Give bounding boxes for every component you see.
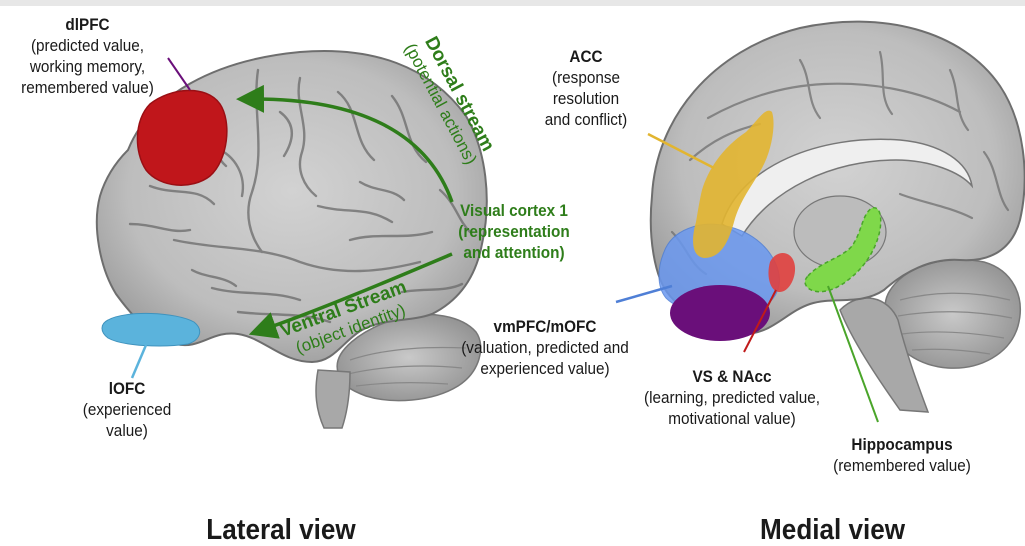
hippocampus-name: Hippocampus xyxy=(851,435,952,454)
vmpfc-desc-line: experienced value) xyxy=(480,359,609,378)
dlpfc-label: dlPFC (predicted value, working memory, … xyxy=(13,14,162,98)
acc-desc-line: resolution xyxy=(553,89,619,108)
hippocampus-desc: (remembered value) xyxy=(833,456,971,475)
visual-cortex-desc-line: and attention) xyxy=(463,243,564,262)
lofc-region xyxy=(102,313,200,346)
dlpfc-desc-line: (predicted value, xyxy=(31,36,144,55)
vs-nacc-label: VS & NAcc (learning, predicted value, mo… xyxy=(642,366,822,429)
vmpfc-label: vmPFC/mOFC (valuation, predicted and exp… xyxy=(451,316,640,379)
lofc-name: lOFC xyxy=(109,379,146,398)
vs-nacc-name: VS & NAcc xyxy=(692,367,771,386)
lateral-view-title: Lateral view xyxy=(206,514,355,546)
visual-cortex-name: Visual cortex 1 xyxy=(460,201,568,220)
visual-cortex-desc-line: (representation xyxy=(458,222,569,241)
hippocampus-label: Hippocampus (remembered value) xyxy=(830,434,974,476)
vs-nacc-desc-line: motivational value) xyxy=(668,409,796,428)
dlpfc-name: dlPFC xyxy=(65,15,109,34)
lofc-desc-line: value) xyxy=(106,421,148,440)
vmpfc-name: vmPFC/mOFC xyxy=(494,317,597,336)
dlpfc-region xyxy=(137,90,226,185)
lofc-desc-line: (experienced xyxy=(83,400,171,419)
dlpfc-desc-line: working memory, xyxy=(30,57,145,76)
acc-label: ACC (response resolution and conflict) xyxy=(532,46,640,130)
acc-name: ACC xyxy=(569,47,602,66)
lofc-leader-line xyxy=(132,345,146,378)
visual-cortex-label: Visual cortex 1 (representation and atte… xyxy=(447,200,580,263)
dlpfc-leader-line xyxy=(168,58,190,90)
medial-view-title: Medial view xyxy=(760,514,905,546)
lofc-label: lOFC (experienced value) xyxy=(69,378,186,441)
acc-desc-line: and conflict) xyxy=(545,110,628,129)
vs-nacc-desc-line: (learning, predicted value, xyxy=(644,388,820,407)
vmpfc-desc-line: (valuation, predicted and xyxy=(461,338,629,357)
acc-desc-line: (response xyxy=(552,68,620,87)
dlpfc-desc-line: remembered value) xyxy=(21,78,154,97)
